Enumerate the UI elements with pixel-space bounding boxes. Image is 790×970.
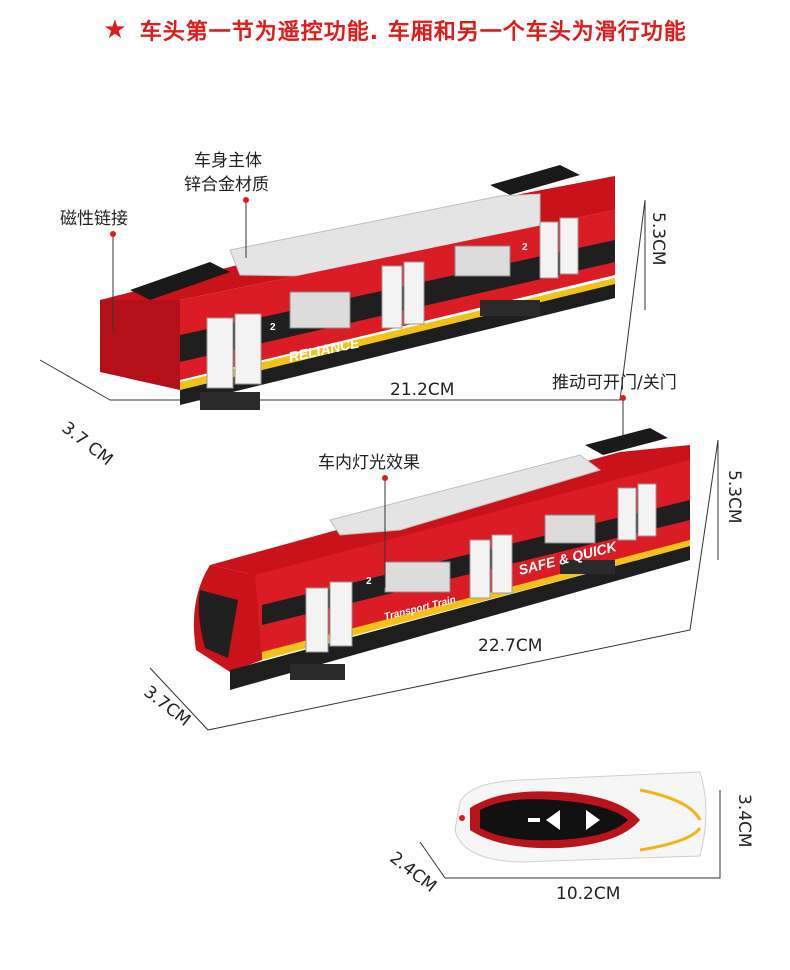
car2-door	[329, 581, 353, 647]
header-banner: ★ 车头第一节为遥控功能. 车厢和另一个车头为滑行功能	[0, 14, 790, 54]
car1-height-label: 5.3CM	[648, 212, 668, 266]
car2-wheels	[290, 560, 615, 680]
car1-length-label: 21.2CM	[390, 380, 455, 400]
head-car: SAFE & QUICK Transport Train 2	[149, 395, 719, 731]
lights-callout-dot	[382, 475, 388, 481]
car2-door	[637, 483, 657, 537]
car2-door	[469, 539, 491, 599]
car2-door	[617, 487, 637, 541]
right-arrow-icon	[586, 810, 600, 830]
remote-control	[419, 771, 721, 879]
left-arrow-icon	[546, 810, 560, 830]
car1-window	[289, 291, 351, 329]
car2-door	[305, 587, 329, 653]
car1-dimension-lines	[110, 199, 646, 401]
carriage-one: RELIANCE EXPRESS 2 2	[39, 165, 646, 410]
car1-pantograph	[130, 165, 580, 300]
remote-accent-stripe	[639, 827, 702, 852]
doors-callout-dot	[620, 395, 626, 401]
car1-number: 2	[522, 242, 528, 253]
car1-wheels	[200, 300, 540, 410]
car1-door	[539, 221, 559, 279]
car2-roof	[329, 454, 602, 536]
car2-undercarriage	[230, 546, 690, 690]
remote-dimension-lines	[445, 790, 721, 879]
body-callout-line1: 车身主体	[194, 151, 262, 171]
car1-door	[206, 317, 234, 389]
body-callout-line2: 锌合金材质	[184, 175, 269, 195]
car2-windshield	[198, 590, 238, 658]
magnetic-callout-dot	[110, 231, 116, 237]
car2-dimension-lines	[207, 439, 719, 731]
stop-dash-icon	[528, 818, 540, 822]
car1-number: 2	[270, 322, 276, 333]
remote-width-line	[419, 841, 446, 879]
car2-width-line	[149, 667, 209, 731]
header-text: 车头第一节为遥控功能. 车厢和另一个车头为滑行功能	[139, 20, 687, 45]
body-callout-dot	[243, 197, 249, 203]
car1-window	[454, 245, 511, 277]
car1-door	[403, 261, 425, 325]
car1-sub: EXPRESS	[329, 364, 358, 376]
car1-door	[234, 313, 262, 385]
car2-window	[384, 561, 451, 593]
remote-length-label: 10.2CM	[556, 884, 621, 904]
remote-height-label: 3.4CM	[734, 794, 754, 848]
car1-door	[559, 217, 579, 275]
car2-length-label: 22.7CM	[478, 636, 543, 656]
car2-number: 2	[366, 576, 372, 587]
car2-pantograph	[585, 428, 668, 455]
star-icon: ★	[103, 15, 127, 45]
car1-door	[381, 265, 403, 329]
car2-door	[491, 534, 513, 594]
remote-accent-stripe	[639, 788, 702, 821]
power-led-icon	[459, 815, 465, 821]
car1-width-line	[39, 359, 111, 401]
lights-callout: 车内灯光效果	[318, 453, 420, 473]
car2-window	[544, 514, 596, 544]
car2-height-label: 5.3CM	[724, 470, 744, 524]
doors-callout: 推动可开门/关门	[552, 373, 677, 393]
magnetic-callout: 磁性链接	[60, 209, 128, 229]
car1-end	[100, 300, 180, 390]
